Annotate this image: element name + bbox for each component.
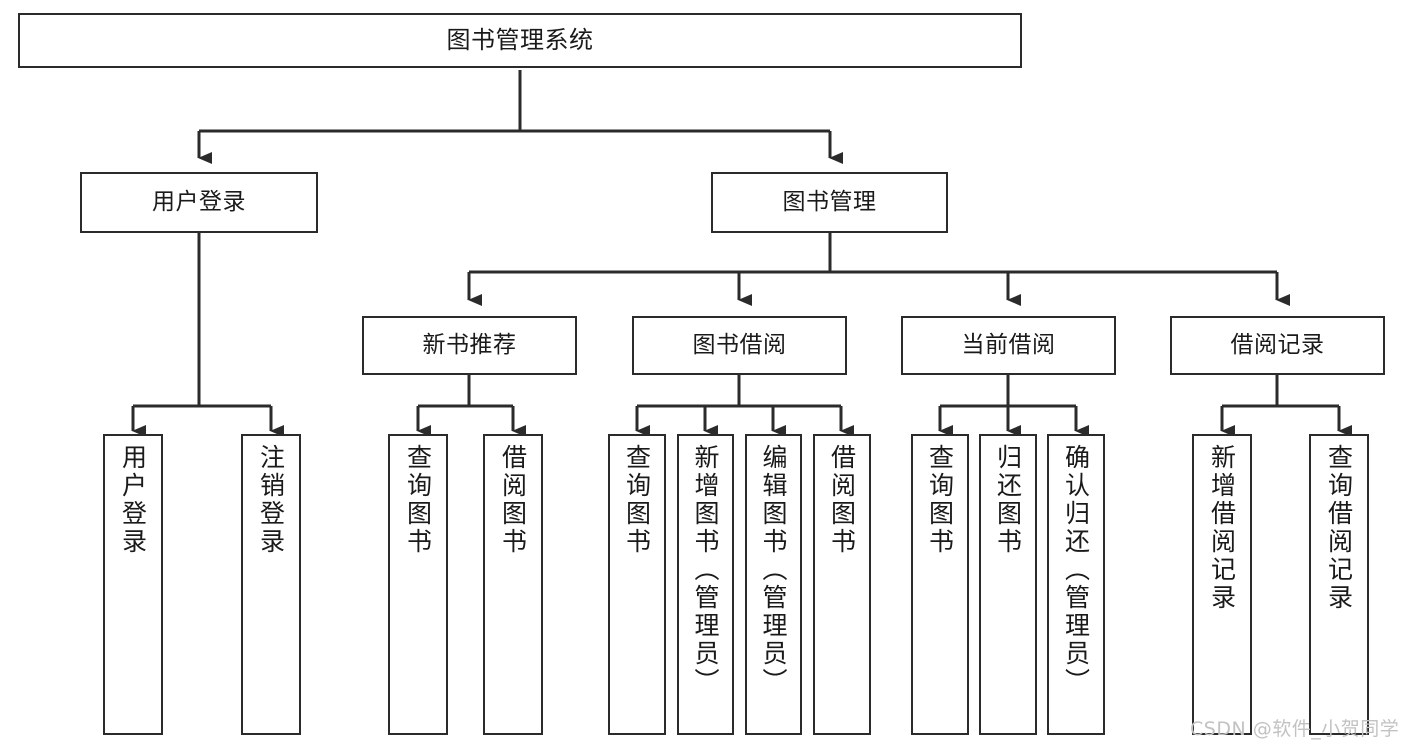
node-label: 新增图书（管理员）: [691, 444, 720, 696]
node-book-borrow[interactable]: 图书借阅: [632, 316, 847, 375]
node-user-login[interactable]: 用户登录: [80, 172, 318, 233]
node-label: 新增借阅记录: [1207, 444, 1237, 612]
leaf-add-book-admin[interactable]: 新增图书（管理员）: [677, 434, 734, 735]
node-new-book-recommend[interactable]: 新书推荐: [362, 316, 577, 375]
node-label: 当前借阅: [961, 332, 1056, 359]
node-label: 用户登录: [152, 189, 246, 216]
leaf-borrow-book-borrow[interactable]: 借阅图书: [813, 434, 871, 735]
leaf-borrow-book-recommend[interactable]: 借阅图书: [483, 434, 543, 735]
leaf-return-book[interactable]: 归还图书: [979, 434, 1037, 735]
node-label: 借阅图书: [827, 444, 857, 556]
node-label: 图书借阅: [692, 332, 787, 359]
leaf-query-book-recommend[interactable]: 查询图书: [388, 434, 448, 735]
node-label: 归还图书: [993, 444, 1023, 556]
node-label: 借阅记录: [1230, 332, 1325, 359]
watermark: CSDN @软件_小贺同学: [1190, 718, 1400, 740]
node-label: 借阅图书: [498, 444, 528, 556]
node-label: 查询借阅记录: [1324, 444, 1354, 612]
leaf-edit-book-admin[interactable]: 编辑图书（管理员）: [745, 434, 802, 735]
leaf-query-book-current[interactable]: 查询图书: [911, 434, 969, 735]
node-label: 确认归还（管理员）: [1061, 444, 1091, 696]
node-label: 编辑图书（管理员）: [759, 444, 788, 696]
leaf-query-book-borrow[interactable]: 查询图书: [608, 434, 666, 735]
leaf-add-borrow-record[interactable]: 新增借阅记录: [1192, 434, 1252, 735]
node-borrow-record[interactable]: 借阅记录: [1170, 316, 1385, 375]
leaf-confirm-return-admin[interactable]: 确认归还（管理员）: [1047, 434, 1105, 735]
node-label: 图书管理系统: [446, 25, 594, 54]
node-book-manage[interactable]: 图书管理: [711, 172, 948, 233]
node-label: 新书推荐: [422, 332, 517, 359]
node-current-borrow[interactable]: 当前借阅: [901, 316, 1116, 375]
node-label: 用户登录: [118, 444, 148, 556]
node-root-system[interactable]: 图书管理系统: [18, 13, 1022, 68]
node-label: 查询图书: [403, 444, 433, 556]
leaf-query-borrow-record[interactable]: 查询借阅记录: [1309, 434, 1369, 735]
node-label: 图书管理: [782, 189, 877, 216]
node-label: 查询图书: [925, 444, 955, 556]
leaf-user-logout[interactable]: 注销登录: [241, 434, 301, 735]
node-label: 注销登录: [256, 444, 286, 556]
node-label: 查询图书: [622, 444, 652, 556]
leaf-user-login[interactable]: 用户登录: [103, 434, 163, 735]
